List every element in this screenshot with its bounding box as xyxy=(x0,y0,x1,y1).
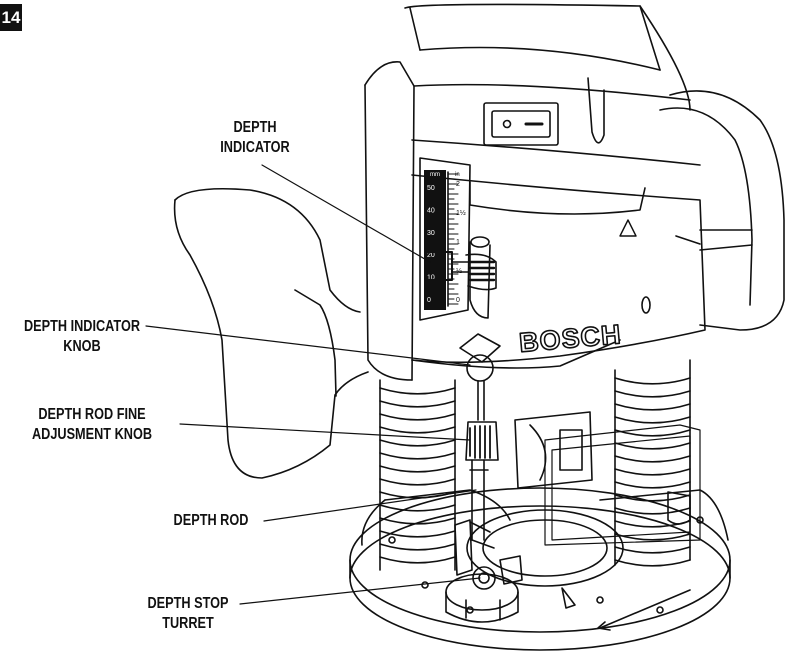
scale-inch-mark: ½ xyxy=(456,267,462,275)
left-handle xyxy=(173,187,369,479)
power-switch xyxy=(483,77,605,146)
scale-mm-labels: 50 40 30 20 10 0 xyxy=(427,185,435,304)
label-depth-indicator: DEPTH INDICATOR xyxy=(210,118,300,158)
scale-inch-mark: 2 xyxy=(456,181,460,188)
depth-indicator-knob xyxy=(459,333,501,421)
base-plate xyxy=(349,487,731,651)
label-line: DEPTH STOP xyxy=(147,595,229,612)
scale-mm-unit: mm xyxy=(430,172,440,178)
scale-mm-mark: 0 xyxy=(427,297,431,304)
scale-mm-mark: 30 xyxy=(427,230,435,237)
leader-depth-rod xyxy=(263,489,477,522)
motor-housing xyxy=(364,3,701,381)
leader-depth-indicator xyxy=(261,164,431,263)
depth-indicator xyxy=(425,236,497,319)
label-depth-indicator-knob: DEPTH INDICATOR KNOB xyxy=(16,317,147,357)
label-depth-stop-turret: DEPTH STOP TURRET xyxy=(139,594,237,634)
right-handle xyxy=(659,90,785,331)
scale-inch-labels: 21½1½0 xyxy=(456,181,466,304)
left-column-spring xyxy=(379,379,456,571)
label-line: TURRET xyxy=(162,615,214,632)
scale-inch-mark: 1½ xyxy=(456,209,466,217)
leader-depth-stop-turret xyxy=(239,577,481,605)
leader-fine-adjustment-knob xyxy=(179,423,471,441)
collet-area xyxy=(514,411,701,546)
label-line: KNOB xyxy=(63,338,101,355)
brand-logo: BOSCH xyxy=(518,319,623,358)
label-line: ADJUSMENT KNOB xyxy=(31,426,153,443)
scale-inch-mark: 0 xyxy=(456,297,460,304)
scale-mm-mark: 50 xyxy=(427,185,435,192)
label-line: INDICATOR xyxy=(220,139,290,156)
scale-mm-mark: 10 xyxy=(427,275,435,282)
scale-mm-mark: 40 xyxy=(427,207,435,214)
scale-inch-unit: in xyxy=(455,172,460,178)
label-line: DEPTH INDICATOR xyxy=(23,318,141,335)
scale-inch-mark: 1 xyxy=(456,239,460,246)
label-depth-rod: DEPTH ROD xyxy=(166,511,256,531)
label-line: DEPTH xyxy=(233,119,277,136)
depth-rod-assembly xyxy=(465,421,499,541)
leader-depth-indicator-knob xyxy=(145,325,471,366)
depth-stop-turret xyxy=(445,519,523,623)
leader-lines xyxy=(145,164,481,605)
figure-number-badge: 14 xyxy=(0,4,22,31)
label-line: DEPTH ROD xyxy=(173,512,249,529)
router-body xyxy=(411,174,706,369)
right-column-spring xyxy=(614,359,691,567)
label-fine-adjustment-knob: DEPTH ROD FINE ADJUSMENT KNOB xyxy=(18,405,166,445)
scale-mm-mark: 20 xyxy=(427,252,435,259)
label-line: DEPTH ROD FINE xyxy=(38,406,146,423)
